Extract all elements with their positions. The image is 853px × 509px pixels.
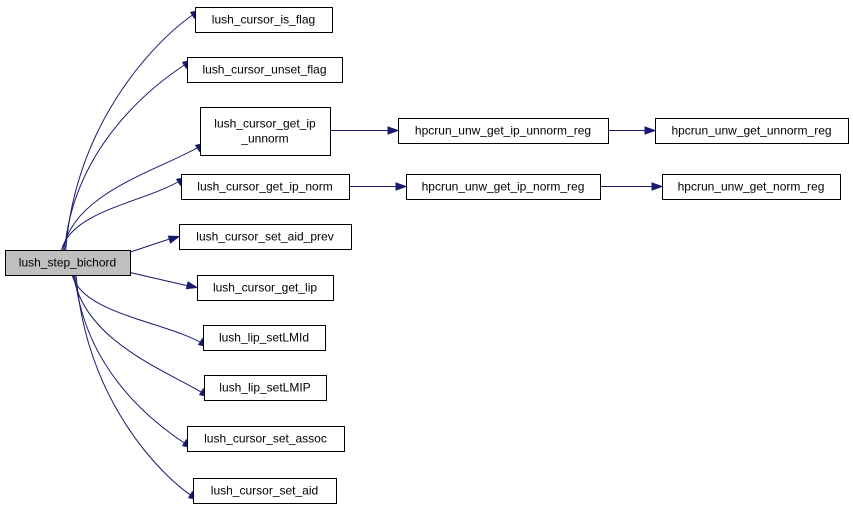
edge-root-to-setLMIP bbox=[72, 274, 212, 398]
node-is-flag[interactable]: lush_cursor_is_flag bbox=[195, 7, 333, 33]
edge-line bbox=[72, 274, 207, 396]
node-set-assoc[interactable]: lush_cursor_set_assoc bbox=[187, 426, 345, 452]
node-box bbox=[406, 174, 601, 200]
edge-get_ip_norm-to-unw_get_ip_norm_reg bbox=[349, 182, 408, 191]
node-unset-flag[interactable]: lush_cursor_unset_flag bbox=[187, 57, 343, 83]
edge-line bbox=[65, 11, 198, 251]
edge-root-to-is_flag bbox=[65, 9, 203, 251]
edge-unw_get_ip_unnorm_reg-to-unw_get_unnorm_reg bbox=[608, 126, 657, 135]
node-box bbox=[662, 174, 841, 200]
node-box bbox=[200, 107, 331, 156]
node-label: hpcrun_unw_get_ip_norm_reg bbox=[422, 180, 585, 194]
node-label: lush_cursor_get_ip bbox=[214, 117, 316, 131]
node-unw-get-unnorm-reg[interactable]: hpcrun_unw_get_unnorm_reg bbox=[655, 118, 849, 144]
node-label: lush_cursor_set_assoc bbox=[204, 432, 327, 446]
arrowhead bbox=[185, 281, 199, 290]
arrowhead bbox=[167, 235, 181, 244]
edge-root-to-unset_flag bbox=[64, 59, 195, 251]
arrowhead bbox=[644, 126, 657, 135]
node-label: _unnorm bbox=[240, 132, 288, 146]
node-label: lush_cursor_get_lip bbox=[213, 281, 317, 295]
arrowhead bbox=[387, 126, 400, 135]
node-label: hpcrun_unw_get_unnorm_reg bbox=[671, 124, 831, 138]
node-label: lush_lip_setLMId bbox=[219, 331, 309, 345]
edge-line bbox=[62, 144, 203, 251]
edge-root-to-get_lip bbox=[129, 272, 199, 290]
node-label: lush_cursor_unset_flag bbox=[202, 63, 326, 77]
node-label: lush_cursor_set_aid bbox=[211, 484, 318, 498]
node-label: hpcrun_unw_get_ip_unnorm_reg bbox=[415, 124, 591, 138]
node-box bbox=[398, 118, 609, 144]
node-set-aid[interactable]: lush_cursor_set_aid bbox=[193, 478, 337, 504]
node-box bbox=[197, 275, 334, 301]
edge-line bbox=[61, 178, 184, 251]
edge-root-to-set_aid bbox=[75, 274, 201, 501]
node-setlmip[interactable]: lush_lip_setLMIP bbox=[204, 375, 327, 401]
node-label: hpcrun_unw_get_norm_reg bbox=[678, 180, 825, 194]
node-box bbox=[187, 426, 345, 452]
edge-line bbox=[75, 274, 196, 499]
node-set-aid-prev[interactable]: lush_cursor_set_aid_prev bbox=[179, 224, 352, 250]
edge-root-to-set_assoc bbox=[74, 274, 195, 449]
node-box bbox=[179, 224, 352, 250]
node-setlmid[interactable]: lush_lip_setLMId bbox=[203, 325, 326, 351]
node-box bbox=[655, 118, 849, 144]
node-unw-get-norm-reg[interactable]: hpcrun_unw_get_norm_reg bbox=[662, 174, 841, 200]
call-nodes: lush_step_bichord lush_cursor_is_flaglush… bbox=[5, 7, 849, 504]
node-label: lush_step_bichord bbox=[19, 256, 116, 270]
edge-get_ip_unnorm-to-unw_get_ip_unnorm_reg bbox=[330, 126, 400, 135]
node-box bbox=[181, 174, 350, 200]
node-get-ip-unnorm[interactable]: lush_cursor_get_ip_unnorm bbox=[200, 107, 331, 156]
edge-line bbox=[74, 274, 190, 447]
node-box bbox=[5, 250, 131, 276]
node-box bbox=[187, 57, 343, 83]
node-unw-get-ip-unnorm-reg[interactable]: hpcrun_unw_get_ip_unnorm_reg bbox=[398, 118, 609, 144]
arrowhead bbox=[395, 182, 408, 191]
node-box bbox=[204, 375, 327, 401]
node-unw-get-ip-norm-reg[interactable]: hpcrun_unw_get_ip_norm_reg bbox=[406, 174, 601, 200]
node-get-lip[interactable]: lush_cursor_get_lip bbox=[197, 275, 334, 301]
edge-line bbox=[71, 274, 206, 346]
edge-line bbox=[64, 61, 190, 251]
node-root[interactable]: lush_step_bichord bbox=[5, 250, 131, 276]
edge-unw_get_ip_norm_reg-to-unw_get_norm_reg bbox=[600, 182, 664, 191]
node-get-ip-norm[interactable]: lush_cursor_get_ip_norm bbox=[181, 174, 350, 200]
call-edges bbox=[61, 9, 664, 501]
node-box bbox=[203, 325, 326, 351]
node-label: lush_lip_setLMIP bbox=[219, 381, 310, 395]
arrowhead bbox=[651, 182, 664, 191]
node-label: lush_cursor_set_aid_prev bbox=[196, 230, 333, 244]
node-box bbox=[193, 478, 337, 504]
node-label: lush_cursor_is_flag bbox=[212, 13, 315, 27]
node-label: lush_cursor_get_ip_norm bbox=[197, 180, 332, 194]
edge-line bbox=[129, 272, 196, 288]
edge-root-to-set_aid_prev bbox=[129, 235, 181, 253]
node-box bbox=[195, 7, 333, 33]
